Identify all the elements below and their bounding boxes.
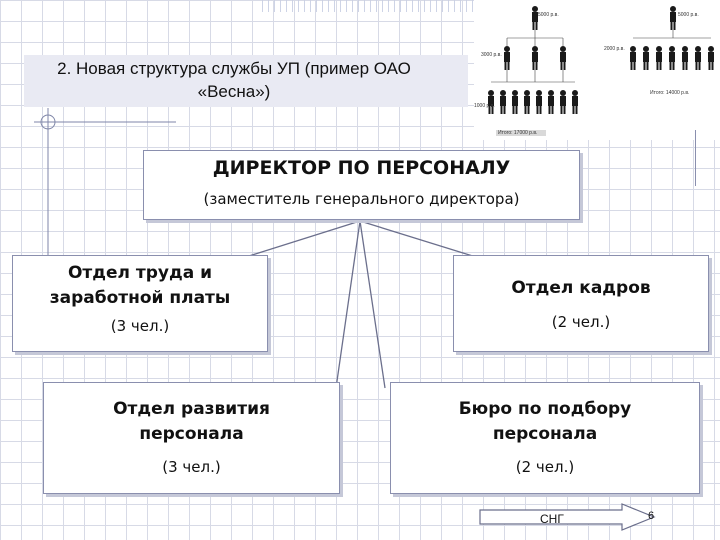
nav-arrow[interactable] <box>478 502 658 534</box>
department-title: Отдел труда и заработной платы <box>49 263 231 308</box>
inset-divider <box>695 130 696 186</box>
inset-label-b: 3000 р.в. <box>481 52 502 58</box>
connector-left-lower <box>335 220 361 389</box>
department-headcount: (3 чел.) <box>162 458 221 476</box>
department-title: Отдел развития персонала <box>113 399 270 444</box>
decorative-strip <box>262 0 474 12</box>
slide-title: 2. Новая структура службы УП (пример ОАО… <box>57 59 411 101</box>
nav-arrow-label[interactable]: СНГ <box>540 512 564 526</box>
director-subtitle: (заместитель генерального директора) <box>203 190 520 208</box>
department-headcount: (2 чел.) <box>551 313 611 331</box>
director-title: ДИРЕКТОР ПО ПЕРСОНАЛУ <box>212 157 511 179</box>
inset-label-d: Итого: 17000 р.в. <box>498 130 538 136</box>
inset-label-a: 5000 р.в. <box>538 12 559 18</box>
department-headcount: (2 чел.) <box>515 458 575 476</box>
inset-label-f: 2000 р.в. <box>604 46 625 52</box>
inset-label-e: 5000 р.в. <box>678 12 699 18</box>
org-chart-inset-image <box>474 0 720 140</box>
department-title: Отдел кадров <box>511 278 651 298</box>
director-box: ДИРЕКТОР ПО ПЕРСОНАЛУ (заместитель генер… <box>143 150 580 220</box>
people-figures <box>488 6 714 114</box>
department-box-hr: Отдел кадров (2 чел.) <box>453 255 709 352</box>
department-title: Бюро по подбору персонала <box>458 399 632 444</box>
department-box-recruiting: Бюро по подбору персонала (2 чел.) <box>390 382 700 494</box>
inset-label-c: 1000 р.в. <box>474 103 495 109</box>
department-headcount: (3 чел.) <box>110 317 170 335</box>
page-number: 6 <box>648 510 655 522</box>
department-box-labor-wages: Отдел труда и заработной платы (3 чел.) <box>12 255 268 352</box>
inset-label-g: Итого: 14000 р.в. <box>650 90 690 96</box>
department-box-development: Отдел развития персонала (3 чел.) <box>43 382 340 494</box>
title-band <box>24 55 468 107</box>
crosshair-decoration <box>34 108 176 258</box>
connector-right-lower <box>359 220 386 389</box>
